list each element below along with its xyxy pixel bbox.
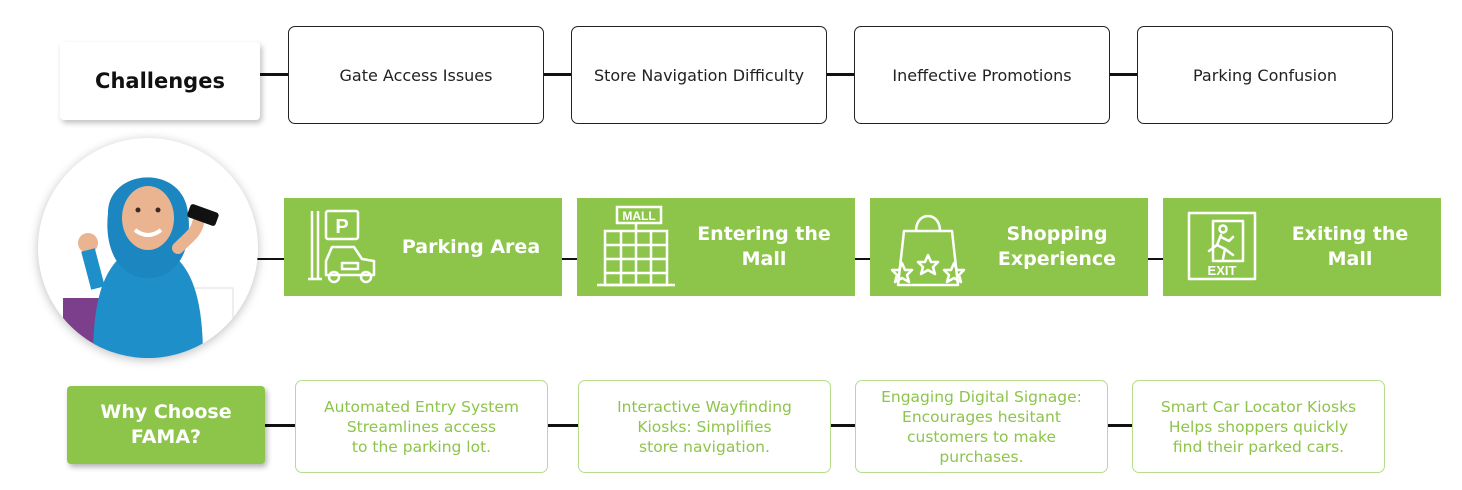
mall-building-icon: MALL xyxy=(597,205,675,287)
shopper-avatar xyxy=(38,138,258,358)
solution-digital-signage: Engaging Digital Signage: Encourages hes… xyxy=(855,380,1108,473)
shopper-illustration xyxy=(63,177,234,358)
stage-parking-area: P Parking Area xyxy=(284,198,562,296)
exit-sign-icon: EXIT xyxy=(1187,211,1257,281)
challenges-label: Challenges xyxy=(60,42,260,120)
challenge-parking: Parking Confusion xyxy=(1137,26,1393,124)
stage-exiting-mall: EXIT Exiting the Mall xyxy=(1163,198,1441,296)
why-choose-label: Why Choose FAMA? xyxy=(67,386,265,464)
solution-automated-entry: Automated Entry System Streamlines acces… xyxy=(295,380,548,473)
stage-shopping-experience: Shopping Experience xyxy=(870,198,1148,296)
challenge-promotions: Ineffective Promotions xyxy=(854,26,1110,124)
solution-car-locator: Smart Car Locator Kiosks Helps shoppers … xyxy=(1132,380,1385,473)
stage-label-parking: Parking Area xyxy=(401,235,541,258)
parking-car-icon: P xyxy=(308,209,376,284)
mall-sign-text: MALL xyxy=(622,209,655,223)
stage-label-entering: Entering the Mall xyxy=(697,223,831,270)
challenge-gate-access: Gate Access Issues xyxy=(288,26,544,124)
solution-wayfinding-kiosks: Interactive Wayfinding Kiosks: Simplifie… xyxy=(578,380,831,473)
challenge-store-navigation: Store Navigation Difficulty xyxy=(571,26,827,124)
stage-label-exiting: Exiting the Mall xyxy=(1291,223,1409,270)
stage-label-shopping: Shopping Experience xyxy=(997,223,1117,270)
parking-sign-letter: P xyxy=(335,216,348,238)
shopping-bag-stars-icon xyxy=(890,214,966,287)
stage-entering-mall: MALL Entering the Mall xyxy=(577,198,855,296)
exit-sign-text: EXIT xyxy=(1208,263,1237,278)
